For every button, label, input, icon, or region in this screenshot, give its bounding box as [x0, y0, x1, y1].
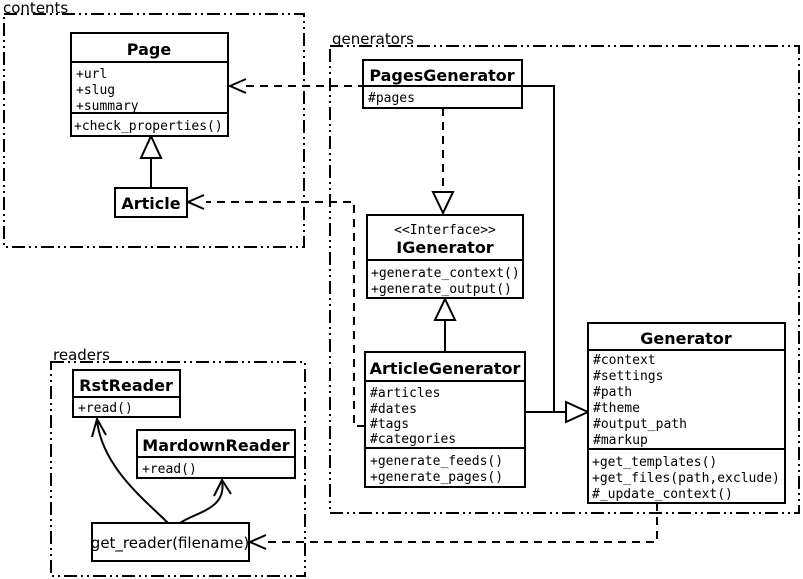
arrow-getreader-to-markdownreader — [179, 477, 232, 524]
class-pagesgenerator: PagesGenerator #pages — [362, 59, 523, 109]
class-box — [72, 369, 181, 418]
class-title: MardownReader — [142, 436, 290, 455]
readers-package-border — [50, 361, 306, 577]
class-attribute: #output_path — [593, 417, 687, 432]
class-markdownreader: MardownReader +read() — [136, 429, 296, 479]
class-generator: Generator #context #settings #path #them… — [587, 322, 786, 504]
class-attribute: #path — [593, 385, 632, 400]
node-label: get_reader(filename) — [91, 534, 249, 553]
class-method: +generate_pages() — [370, 470, 503, 485]
class-attribute: #context — [593, 353, 656, 368]
curved-line — [179, 480, 224, 524]
class-stereotype: <<Interface>> — [394, 223, 496, 238]
class-box — [70, 32, 229, 137]
class-method: +generate_context() — [371, 266, 520, 281]
class-attribute: #theme — [593, 401, 640, 416]
class-igenerator: <<Interface>> IGenerator +generate_conte… — [366, 214, 524, 299]
readers-package-label: readers — [53, 346, 110, 364]
class-title: IGenerator — [396, 238, 494, 257]
open-arrowhead-icon — [247, 534, 267, 550]
inheritance-generators-to-generator — [522, 85, 591, 424]
hollow-triangle-icon — [139, 133, 163, 159]
arrow-getreader-to-rstreader — [91, 416, 169, 524]
inheritance-article-to-page — [139, 133, 163, 188]
class-method: +get_templates() — [592, 455, 717, 470]
package-generators: generators — [329, 30, 800, 514]
realization-pagesgenerator-to-igenerator — [431, 108, 455, 216]
class-box — [136, 429, 296, 479]
package-contents: contents — [3, 0, 305, 248]
class-attribute: +summary — [76, 99, 139, 114]
contents-package-label: contents — [3, 0, 68, 17]
class-box — [114, 187, 188, 218]
open-arrowhead-icon — [213, 477, 232, 497]
package-readers: readers — [50, 346, 306, 577]
hollow-triangle-icon — [565, 400, 591, 424]
generators-package-label: generators — [332, 30, 414, 48]
dependency-generator-to-getreader — [247, 503, 658, 550]
open-arrowhead-icon — [91, 416, 107, 438]
class-title: RstReader — [79, 376, 173, 395]
class-method: +read() — [142, 462, 197, 477]
open-arrowhead-icon — [185, 194, 205, 210]
contents-package-border — [3, 13, 305, 248]
hollow-triangle-icon — [433, 296, 457, 321]
class-title: ArticleGenerator — [370, 359, 521, 378]
class-attribute: +url — [76, 67, 107, 82]
class-title: Generator — [640, 329, 732, 348]
class-title: PagesGenerator — [369, 66, 514, 85]
inheritance-line-pagesgenerator — [522, 85, 555, 412]
class-article: Article — [114, 187, 188, 218]
node-box — [91, 522, 250, 562]
class-attribute: #articles — [370, 386, 440, 401]
inheritance-articlegenerator-to-igenerator — [433, 296, 457, 352]
curved-line — [96, 420, 169, 524]
open-arrowhead-icon — [227, 78, 247, 94]
class-method: #_update_context() — [592, 487, 733, 502]
class-method: +read() — [78, 401, 133, 416]
class-box — [364, 351, 526, 488]
dependency-line — [268, 503, 658, 543]
class-method: +generate_feeds() — [370, 454, 503, 469]
class-attribute: +slug — [76, 83, 115, 98]
class-attribute: #tags — [370, 417, 409, 432]
class-box — [366, 214, 524, 299]
class-attribute: #categories — [370, 432, 456, 447]
dependency-pagesgenerator-to-page — [227, 78, 363, 94]
class-attribute: #markup — [593, 433, 648, 448]
class-articlegenerator: ArticleGenerator #articles #dates #tags … — [364, 351, 526, 488]
class-page: Page +url +slug +summary +check_properti… — [70, 32, 229, 137]
node-getreader: get_reader(filename) — [91, 522, 250, 562]
class-title: Article — [121, 194, 180, 213]
hollow-triangle-icon — [431, 191, 455, 216]
dependency-line — [206, 201, 365, 427]
dependency-articlegenerator-to-article — [185, 194, 365, 427]
class-method: +generate_output() — [371, 282, 512, 297]
class-rstreader: RstReader +read() — [72, 369, 181, 418]
class-method: +get_files(path,exclude) — [592, 471, 780, 486]
class-attribute: #settings — [593, 369, 663, 384]
class-attribute: #dates — [370, 402, 417, 417]
class-box — [587, 322, 786, 504]
class-title: Page — [127, 40, 172, 59]
generators-package-border — [329, 45, 800, 514]
class-method: +check_properties() — [74, 119, 223, 134]
class-box — [362, 59, 523, 109]
class-attribute: #pages — [368, 91, 415, 106]
